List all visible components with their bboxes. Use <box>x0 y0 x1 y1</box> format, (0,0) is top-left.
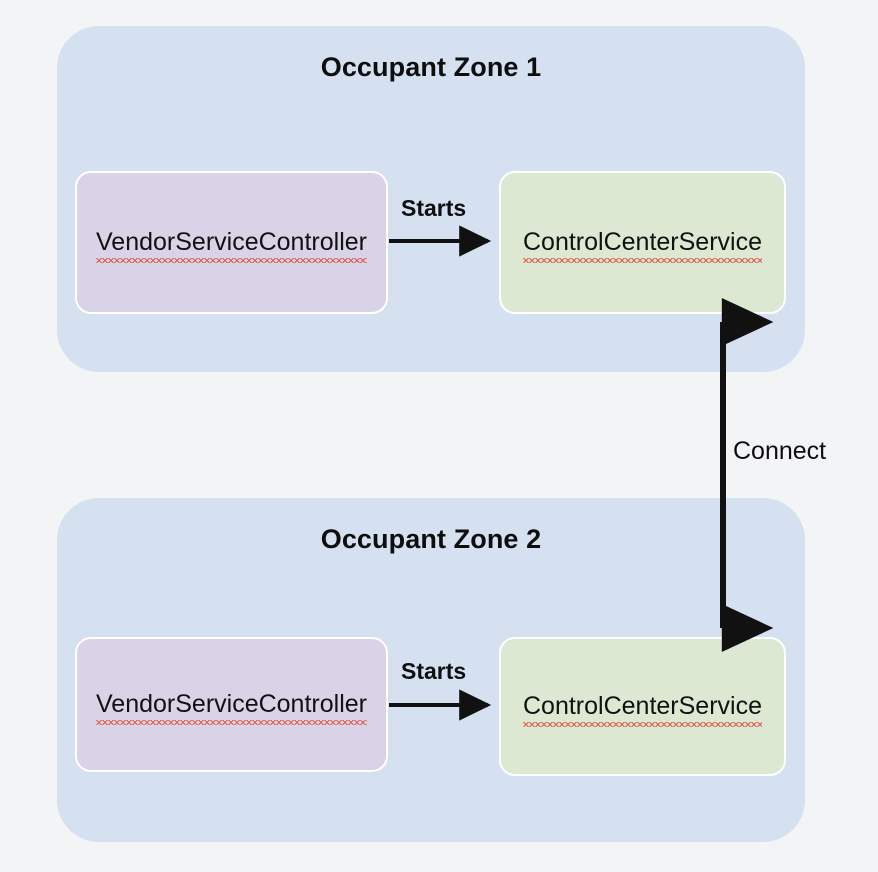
zone1-control-center-service-node[interactable]: ControlCenterService <box>499 171 786 314</box>
zone2-vendor-service-controller-label: VendorServiceController <box>96 690 367 726</box>
zone2-vendor-service-controller-node[interactable]: VendorServiceController <box>75 637 388 772</box>
zone1-vendor-service-controller-label: VendorServiceController <box>96 228 367 264</box>
connect-edge-label: Connect <box>733 437 827 465</box>
zone1-vendor-service-controller-node[interactable]: VendorServiceController <box>75 171 388 314</box>
spellcheck-squiggle-icon <box>523 722 762 728</box>
spellcheck-squiggle-icon <box>96 258 367 264</box>
occupant-zone-2-title: Occupant Zone 2 <box>320 524 542 554</box>
occupant-zone-1-title: Occupant Zone 1 <box>320 52 542 82</box>
spellcheck-squiggle-icon <box>96 720 367 726</box>
zone2-control-center-service-node[interactable]: ControlCenterService <box>499 637 786 776</box>
zone2-starts-edge-label: Starts <box>401 658 467 684</box>
zone1-starts-edge-label: Starts <box>401 195 467 221</box>
zone1-control-center-service-label: ControlCenterService <box>523 228 762 264</box>
zone2-control-center-service-label: ControlCenterService <box>523 692 762 728</box>
spellcheck-squiggle-icon <box>523 258 762 264</box>
